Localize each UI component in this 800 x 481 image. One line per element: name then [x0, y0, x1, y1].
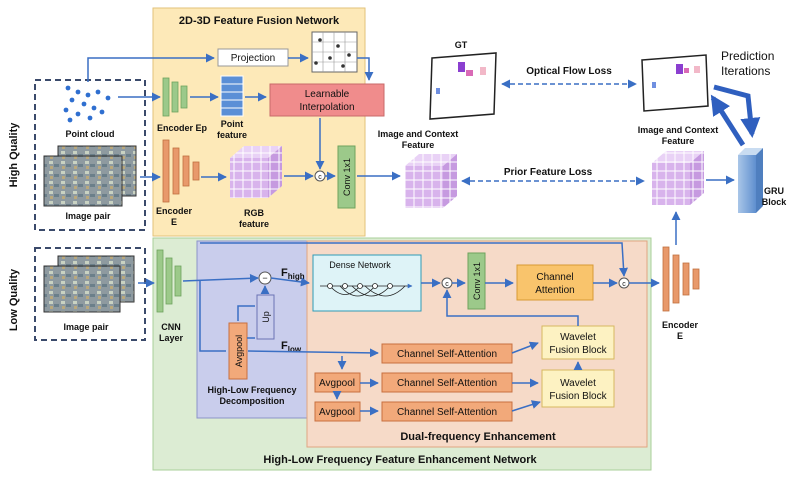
high-quality-label: High Quality: [8, 122, 20, 188]
projection-label: Projection: [231, 53, 275, 64]
enhancement-network-title: High-Low Frequency Feature Enhancement N…: [263, 454, 537, 466]
prior-feature-loss-label: Prior Feature Loss: [504, 167, 593, 178]
point-cloud-label: Point cloud: [66, 129, 115, 139]
image-context-right-label-1: Image and Context: [638, 125, 719, 135]
csa-label-1: Channel Self-Attention: [397, 349, 497, 360]
point-feature-label-2: feature: [217, 130, 247, 140]
image-context-right-label-2: Feature: [662, 136, 695, 146]
wavelet-label-2b: Fusion Block: [549, 391, 607, 402]
encoder-e-low-label-2: E: [677, 331, 683, 341]
avgpool-vertical-label: Avgpool: [234, 335, 244, 367]
decomposition-region: [196, 240, 308, 419]
prediction-label-2: Iterations: [721, 64, 770, 78]
cnn-layer-label-2: Layer: [159, 333, 184, 343]
enhance-concat-symbol: c: [445, 281, 449, 288]
point-feature-block: [220, 75, 244, 117]
point-cloud-icon: [63, 85, 111, 123]
prediction-label-1: Prediction: [721, 49, 774, 63]
image-context-left-cube: [405, 154, 457, 208]
encoder-e-low-block: [662, 246, 700, 312]
connector-arrows: [87, 53, 681, 416]
avgpool-label-1: Avgpool: [319, 378, 355, 389]
image-context-right-cube: [652, 151, 704, 205]
csa-box-1: [381, 343, 513, 364]
dense-network-label: Dense Network: [329, 260, 391, 270]
projection-grid-icon: [311, 31, 358, 73]
encoder-e-block: [162, 139, 200, 203]
wavelet-label-2a: Wavelet: [560, 378, 596, 389]
gt-flow-image: [429, 52, 497, 120]
high-quality-input-box: [34, 79, 146, 231]
wavelet-label-1a: Wavelet: [560, 332, 596, 343]
csa-label-3: Channel Self-Attention: [397, 407, 497, 418]
enhance-sum-symbol: c: [622, 281, 626, 288]
learnable-interpolation-box: [269, 83, 385, 117]
iteration-arrow-down: [713, 84, 761, 138]
dual-frequency-label: Dual-frequency Enhancement: [400, 431, 556, 443]
gru-block: [738, 148, 763, 213]
optical-flow-loss-label: Optical Flow Loss: [526, 66, 612, 77]
learnable-interpolation-label-2: Interpolation: [299, 102, 354, 113]
dense-network-graph: [320, 283, 413, 297]
prediction-flow-image: [641, 54, 709, 112]
decomposition-label-1: High-Low Frequency: [207, 385, 296, 395]
iteration-arrow-up: [710, 94, 746, 147]
encoder-e-label-1: Encoder: [156, 206, 193, 216]
fusion-network-title: 2D-3D Feature Fusion Network: [179, 15, 340, 27]
learnable-interpolation-label-1: Learnable: [305, 89, 350, 100]
encoder-e-low-label-1: Encoder: [662, 320, 699, 330]
encoder-ep-label: Encoder Ep: [157, 123, 208, 133]
up-label: Up: [261, 311, 271, 323]
encoder-e-label-2: E: [171, 217, 177, 227]
image-pair-high-icon: [43, 145, 137, 207]
encoder-ep-block: [162, 77, 188, 117]
channel-attention-label-1: Channel: [536, 272, 573, 283]
gt-label: GT: [455, 40, 468, 50]
channel-attention-label-2: Attention: [535, 285, 574, 296]
csa-label-2: Channel Self-Attention: [397, 378, 497, 389]
up-box: [256, 294, 275, 340]
image-context-left-label-1: Image and Context: [378, 129, 459, 139]
image-pair-low-icon: [43, 255, 135, 313]
enhance-conv-box: [467, 252, 486, 310]
rgb-feature-cube: [230, 146, 282, 198]
fusion-conv-label: Conv 1x1: [342, 158, 352, 196]
cnn-layer-label-1: CNN: [161, 322, 181, 332]
image-pair-low-label: Image pair: [63, 322, 109, 332]
fusion-conv-box: [337, 145, 356, 209]
avgpool-vertical-box: [228, 322, 248, 380]
avgpool-label-2: Avgpool: [319, 407, 355, 418]
f-low-label: Flow: [281, 340, 302, 354]
wavelet-label-1b: Fusion Block: [549, 345, 607, 356]
csa-box-3: [381, 401, 513, 422]
low-quality-label: Low Quality: [8, 268, 20, 331]
point-feature-label-1: Point: [221, 119, 244, 129]
gru-label-2: Block: [762, 197, 788, 207]
f-high-label: Fhigh: [281, 267, 305, 281]
decomposition-label-2: Decomposition: [219, 396, 284, 406]
image-context-left-label-2: Feature: [402, 140, 435, 150]
rgb-feature-label-1: RGB: [244, 208, 265, 218]
decomposition-subtract-symbol: −: [262, 273, 267, 283]
image-pair-high-label: Image pair: [65, 211, 111, 221]
cnn-layer-block: [156, 249, 182, 313]
low-quality-input-box: [34, 247, 146, 341]
enhance-conv-label: Conv 1x1: [472, 262, 482, 300]
fusion-concat-symbol: c: [318, 174, 322, 181]
gru-label-1: GRU: [764, 186, 784, 196]
rgb-feature-label-2: feature: [239, 219, 269, 229]
